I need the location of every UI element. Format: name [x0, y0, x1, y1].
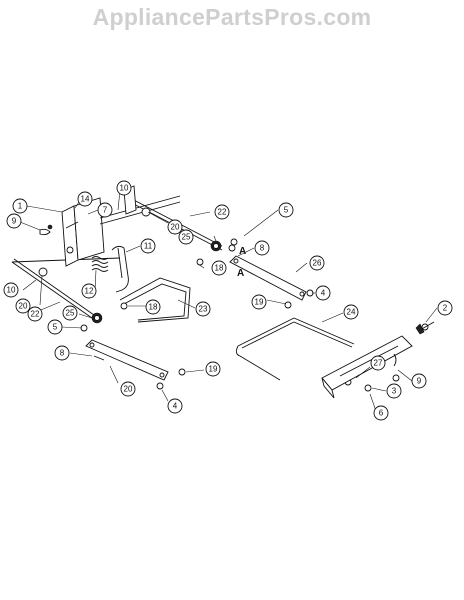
svg-text:11: 11: [144, 242, 153, 251]
callout-7: 7: [97, 202, 113, 218]
callout-25-left: 25: [62, 305, 78, 321]
svg-text:3: 3: [392, 387, 397, 396]
callout-19-bottom: 19: [205, 361, 221, 377]
watermark-text: AppliancePartsPros.com: [92, 4, 372, 30]
u-bar: [235, 317, 355, 381]
svg-text:26: 26: [313, 259, 322, 268]
callout-5-left: 5: [47, 319, 63, 335]
callout-1: 1: [12, 198, 28, 214]
callout-22-left: 22: [27, 306, 43, 322]
svg-text:18: 18: [149, 303, 158, 312]
callout-11: 11: [140, 238, 156, 254]
right-arm: [229, 255, 307, 301]
svg-text:22: 22: [31, 310, 40, 319]
callout-24: 24: [343, 304, 359, 320]
callout-9-right: 9: [411, 373, 427, 389]
callout-8-left: 8: [54, 345, 70, 361]
svg-text:1: 1: [18, 202, 23, 211]
svg-text:24: 24: [347, 308, 356, 317]
svg-text:10: 10: [120, 184, 129, 193]
callout-20-top: 20: [167, 219, 183, 235]
svg-text:9: 9: [417, 377, 422, 386]
lever-handle: [111, 245, 129, 293]
svg-text:20: 20: [124, 385, 133, 394]
callout-4-right: 4: [315, 285, 331, 301]
callout-10-top: 10: [116, 180, 132, 196]
svg-text:22: 22: [218, 208, 227, 217]
callout-3: 3: [386, 383, 402, 399]
small-fittings: [38, 207, 429, 392]
svg-text:23: 23: [199, 305, 208, 314]
bolt-2: [415, 321, 435, 335]
callout-14: 14: [77, 191, 93, 207]
callout-23: 23: [195, 301, 211, 317]
spring: [91, 256, 109, 272]
deck-bracket: [321, 335, 413, 399]
svg-text:2: 2: [443, 304, 448, 313]
callout-18-mid: 18: [145, 299, 161, 315]
svg-text:14: 14: [81, 195, 90, 204]
collar-lower: [91, 312, 103, 324]
svg-text:19: 19: [209, 365, 218, 374]
svg-text:4: 4: [321, 289, 326, 298]
svg-text:25: 25: [182, 233, 191, 242]
callout-18-top: 18: [211, 260, 227, 276]
svg-text:4: 4: [173, 402, 178, 411]
callout-25-top: 25: [178, 229, 194, 245]
callout-19-right: 19: [251, 294, 267, 310]
svg-text:8: 8: [60, 349, 65, 358]
marker-a-top: A: [239, 246, 246, 257]
marker-a-mid: A: [237, 268, 244, 279]
callout-8-right: 8: [254, 240, 270, 256]
callout-22-top: 22: [214, 204, 230, 220]
svg-text:10: 10: [7, 286, 16, 295]
callout-12: 12: [81, 283, 97, 299]
callout-26: 26: [309, 255, 325, 271]
svg-text:5: 5: [284, 206, 289, 215]
svg-text:7: 7: [103, 206, 108, 215]
cotter-pins: [39, 228, 397, 367]
callout-4-bottom: 4: [167, 398, 183, 414]
svg-text:27: 27: [374, 359, 383, 368]
bent-link: [119, 277, 191, 323]
svg-text:9: 9: [12, 217, 17, 226]
callout-20-left: 20: [15, 298, 31, 314]
callout-6: 6: [373, 405, 389, 421]
svg-text:12: 12: [85, 287, 94, 296]
callout-5-top: 5: [278, 202, 294, 218]
svg-text:19: 19: [255, 298, 264, 307]
lower-arm: [85, 339, 169, 381]
callout-9-left: 9: [6, 213, 22, 229]
svg-text:8: 8: [260, 244, 265, 253]
svg-text:18: 18: [215, 264, 224, 273]
callout-20-bottom: 20: [120, 381, 136, 397]
left-bracket: [61, 197, 105, 267]
svg-text:20: 20: [19, 302, 28, 311]
svg-text:20: 20: [171, 223, 180, 232]
callout-27: 27: [370, 355, 386, 371]
svg-text:5: 5: [53, 323, 58, 332]
callout-10-left: 10: [3, 282, 19, 298]
svg-text:25: 25: [66, 309, 75, 318]
svg-text:6: 6: [379, 409, 384, 418]
callout-2: 2: [437, 300, 453, 316]
collar-upper: [210, 240, 222, 252]
